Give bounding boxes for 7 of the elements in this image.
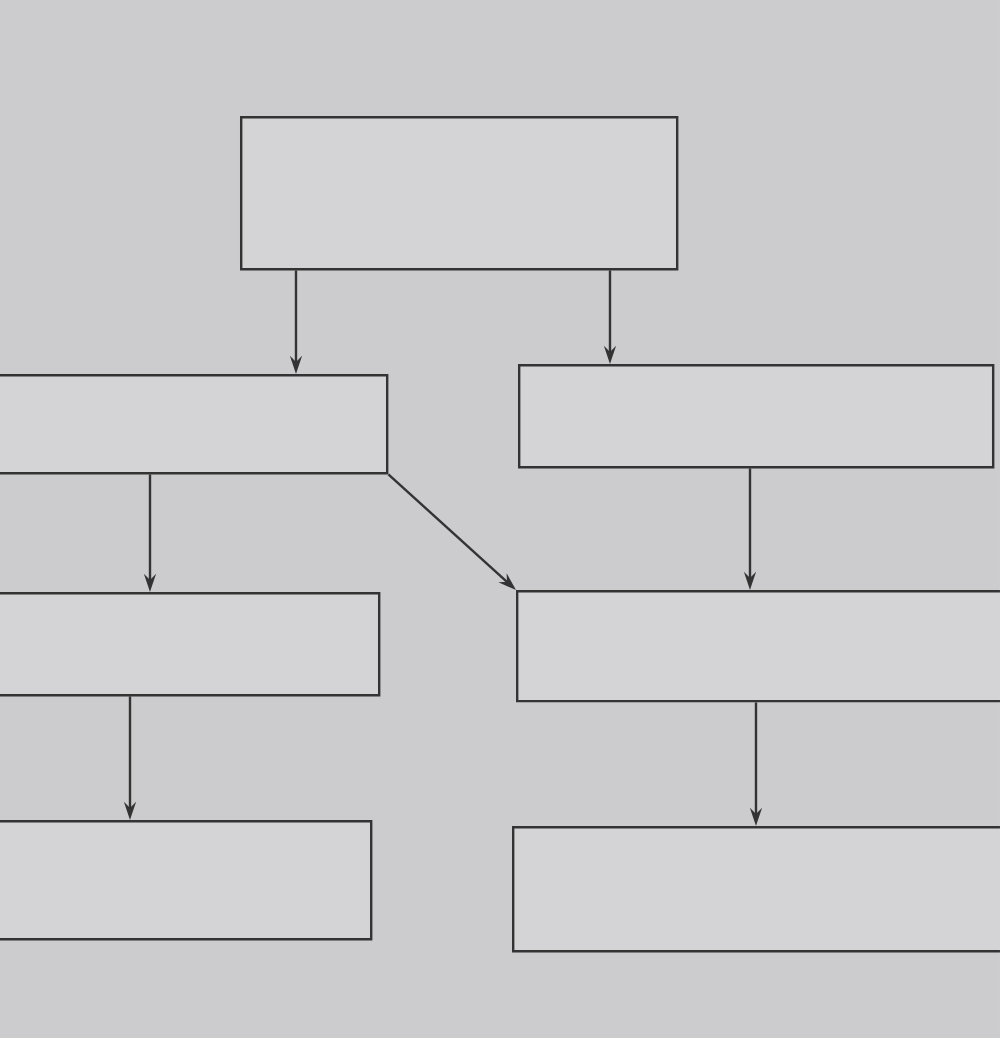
flow-box	[0, 820, 373, 941]
flow-box	[0, 592, 381, 697]
flow-box	[240, 116, 679, 271]
flow-box	[518, 364, 995, 469]
flow-box	[0, 374, 389, 475]
flow-box	[516, 590, 1000, 703]
flow-box	[512, 826, 1000, 953]
